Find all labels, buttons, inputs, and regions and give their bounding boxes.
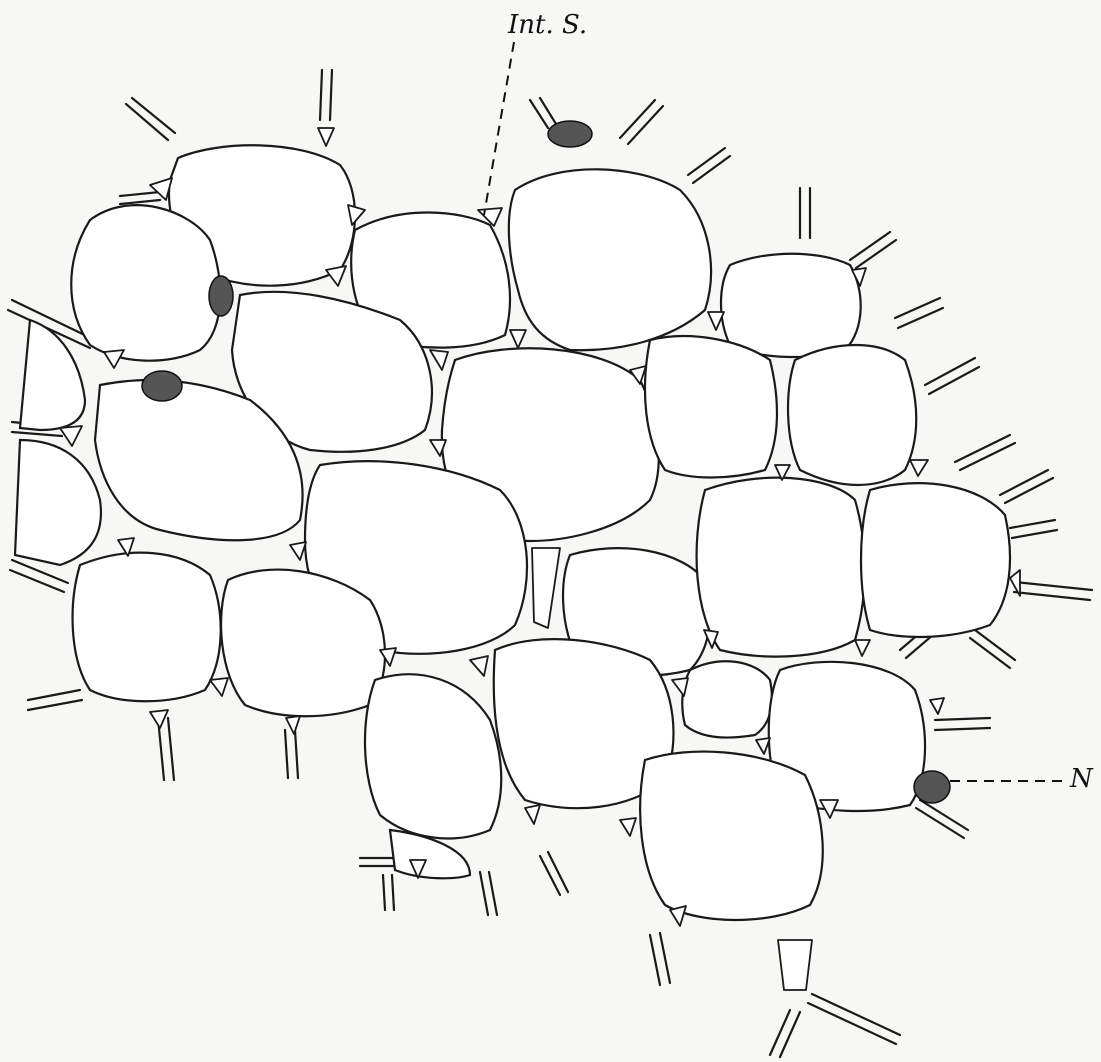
- cell: [509, 169, 711, 350]
- cell: [645, 336, 777, 477]
- cell: [697, 478, 865, 657]
- intercellular-space-label: Int. S.: [508, 10, 587, 40]
- nucleus: [142, 371, 182, 401]
- nucleus: [914, 771, 950, 803]
- cell: [15, 440, 101, 565]
- int-s-leader-line: [484, 42, 514, 215]
- cell: [788, 345, 916, 485]
- nucleus: [209, 276, 233, 316]
- cell: [640, 752, 823, 920]
- nucleus-label: N: [1070, 764, 1093, 794]
- cell: [365, 674, 501, 838]
- cell: [861, 483, 1010, 637]
- cell: [73, 553, 221, 702]
- cell: [71, 205, 220, 361]
- cells: [15, 145, 1010, 920]
- nucleus: [548, 121, 592, 147]
- cell: [20, 320, 85, 430]
- cell: [682, 661, 772, 737]
- cell: [721, 254, 861, 357]
